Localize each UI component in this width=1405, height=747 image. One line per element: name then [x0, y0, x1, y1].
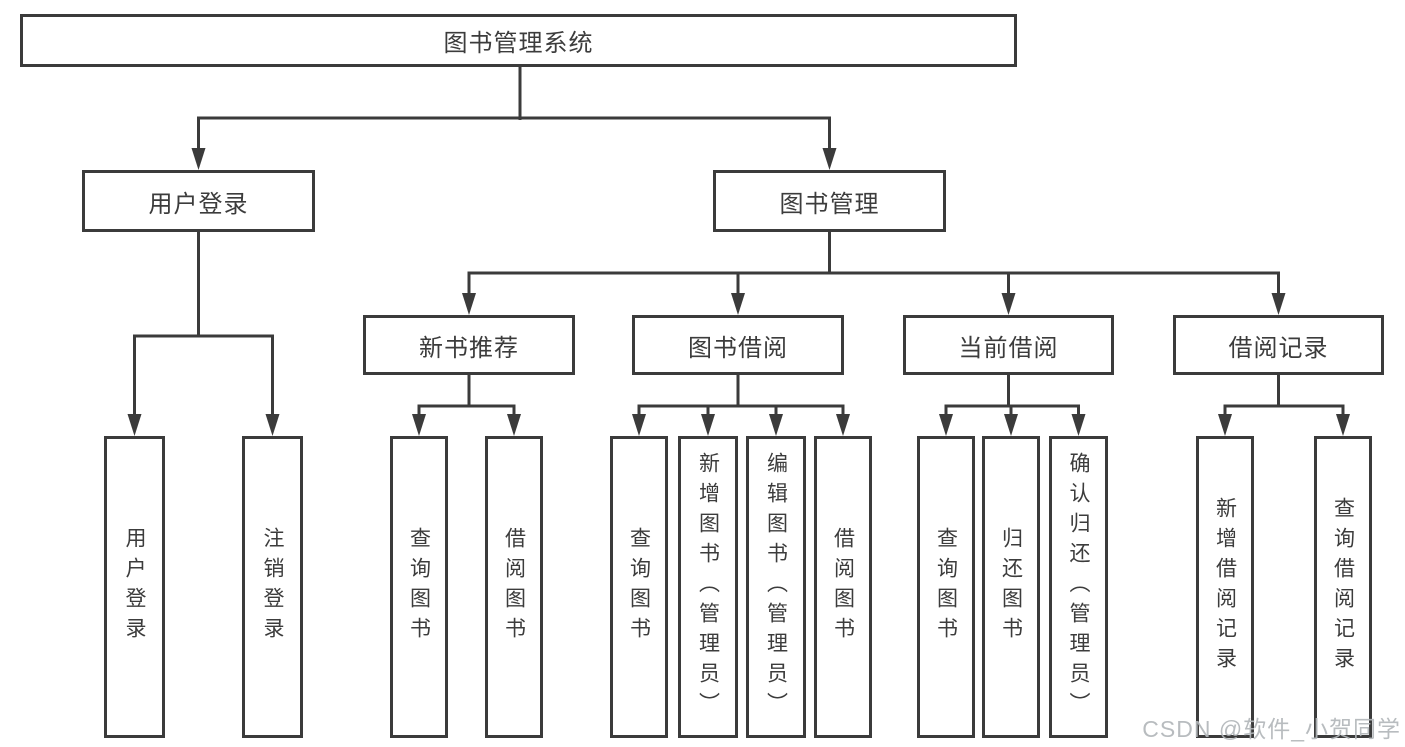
connector-new-book-recommend-to-leaves — [417, 373, 516, 418]
leaf-user-login: 用户登录 — [104, 436, 165, 738]
leaf-query-book-borrow: 查询图书 — [610, 436, 668, 738]
csdn-watermark: CSDN @软件_小贺同学 — [1142, 716, 1401, 742]
leaf-borrow-book-recommend: 借阅图书 — [485, 436, 543, 738]
leaf-query-book-recommend: 查询图书 — [390, 436, 448, 738]
connector-root-to-level2 — [197, 66, 831, 152]
connector-book-borrow-to-leaves — [637, 373, 845, 418]
connector-current-borrow-to-leaves — [944, 373, 1080, 418]
connector-book-management-to-level3 — [467, 232, 1280, 297]
node-new-book-recommend: 新书推荐 — [363, 315, 575, 375]
node-book-borrow: 图书借阅 — [632, 315, 844, 375]
node-user-login: 用户登录 — [82, 170, 315, 232]
connector-borrow-records-to-leaves — [1223, 373, 1345, 418]
leaf-confirm-return-admin: 确认归还（管理员） — [1049, 436, 1108, 738]
leaf-logout: 注销登录 — [242, 436, 303, 738]
node-book-management: 图书管理 — [713, 170, 946, 232]
node-current-borrow: 当前借阅 — [903, 315, 1114, 375]
leaf-add-book-admin: 新增图书（管理员） — [678, 436, 738, 738]
arrowheads — [127, 148, 1350, 436]
leaf-edit-book-admin: 编辑图书（管理员） — [746, 436, 806, 738]
connector-user-login-to-leaves — [133, 232, 274, 418]
leaf-query-book-current: 查询图书 — [917, 436, 975, 738]
node-borrow-records: 借阅记录 — [1173, 315, 1384, 375]
leaf-borrow-book: 借阅图书 — [814, 436, 872, 738]
node-root-system: 图书管理系统 — [20, 14, 1017, 67]
leaf-query-borrow-record: 查询借阅记录 — [1314, 436, 1372, 738]
leaf-add-borrow-record: 新增借阅记录 — [1196, 436, 1254, 738]
leaf-return-book: 归还图书 — [982, 436, 1040, 738]
